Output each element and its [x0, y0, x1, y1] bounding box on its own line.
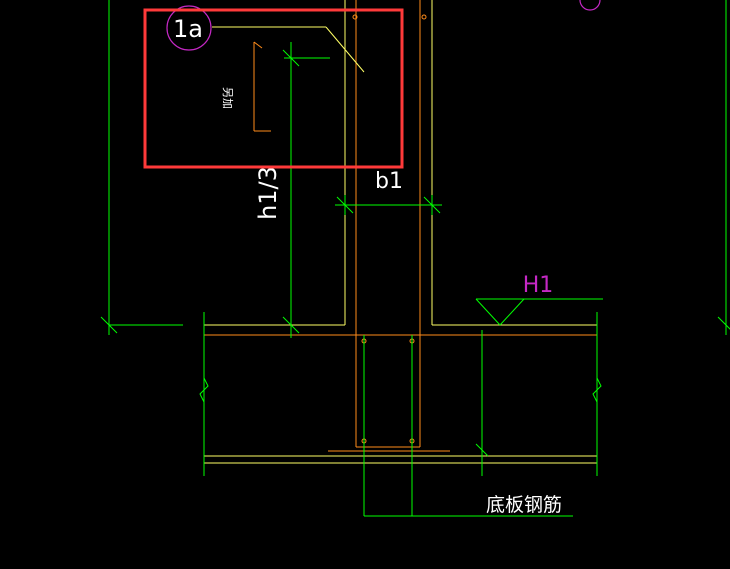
- bent-bar-detail: [253, 41, 271, 132]
- dimension-b-label: b1: [375, 169, 403, 194]
- rebar-lines: [204, 0, 597, 452]
- callout-bubble: [166, 5, 212, 51]
- highlight-box: [143, 8, 404, 169]
- dimension-h-label: h1/3: [254, 166, 282, 220]
- side-note-label: 另加: [221, 87, 234, 109]
- callout-leader: [212, 26, 365, 73]
- callout-label: 1a: [173, 15, 203, 43]
- rebar-dot: [421, 14, 427, 20]
- elevation-label: H1: [523, 273, 554, 298]
- rebar-dot: [352, 14, 358, 20]
- wall-outline: [204, 0, 597, 464]
- callout-bubble-partial: [579, 0, 601, 11]
- bottom-slab-rebar-label: 底板钢筋: [486, 494, 562, 516]
- green-linework: [100, 0, 730, 517]
